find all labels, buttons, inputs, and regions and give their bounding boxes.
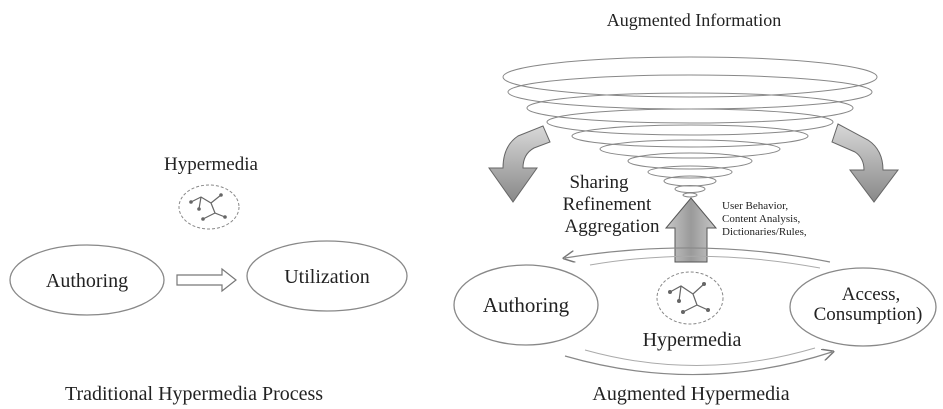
augmented-information-funnel: [502, 56, 878, 198]
cycle-bottom-arc: [564, 352, 832, 376]
augmented-hypermedia-panel: Augmented Information Sharing Refinement…: [453, 10, 937, 405]
utilization-label: Utilization: [284, 266, 370, 288]
left-authoring-node: [9, 244, 165, 316]
authoring-to-utilization-arrow: [176, 267, 237, 293]
consumption-label: Consumption): [814, 304, 923, 325]
right-authoring-label: Authoring: [483, 293, 570, 317]
sharing-label: Sharing: [569, 172, 629, 193]
refinement-label: Refinement: [563, 194, 652, 215]
aggregation-label: Aggregation: [565, 216, 660, 237]
right-caption: Augmented Hypermedia: [592, 383, 789, 405]
left-hypermedia-label: Hypermedia: [164, 154, 258, 175]
right-curved-down-arrow: [831, 123, 899, 203]
cycle-bottom-arc-inner: [584, 347, 816, 366]
traditional-process-panel: Hypermedia Authoring Utilization Traditi…: [9, 154, 408, 405]
hypermedia-molecule-icon: [178, 184, 240, 230]
aggregation-up-arrow: [664, 197, 718, 263]
cycle-top-arc-inner: [589, 255, 821, 269]
right-hypermedia-label: Hypermedia: [643, 329, 742, 351]
access-label: Access,: [842, 284, 901, 305]
left-caption: Traditional Hypermedia Process: [65, 383, 323, 405]
right-authoring-node: [453, 264, 599, 346]
left-authoring-label: Authoring: [46, 270, 128, 292]
source-content-analysis: Content Analysis,: [722, 213, 800, 225]
access-consumption-node: [789, 267, 937, 347]
utilization-node: [246, 240, 408, 312]
right-title: Augmented Information: [607, 10, 781, 30]
right-hypermedia-molecule-icon: [656, 271, 724, 325]
left-curved-down-arrow: [488, 125, 551, 203]
source-dictionaries-rules: Dictionaries/Rules,: [722, 226, 807, 238]
source-user-behavior: User Behavior,: [722, 200, 788, 212]
cycle-top-arc: [565, 247, 831, 262]
